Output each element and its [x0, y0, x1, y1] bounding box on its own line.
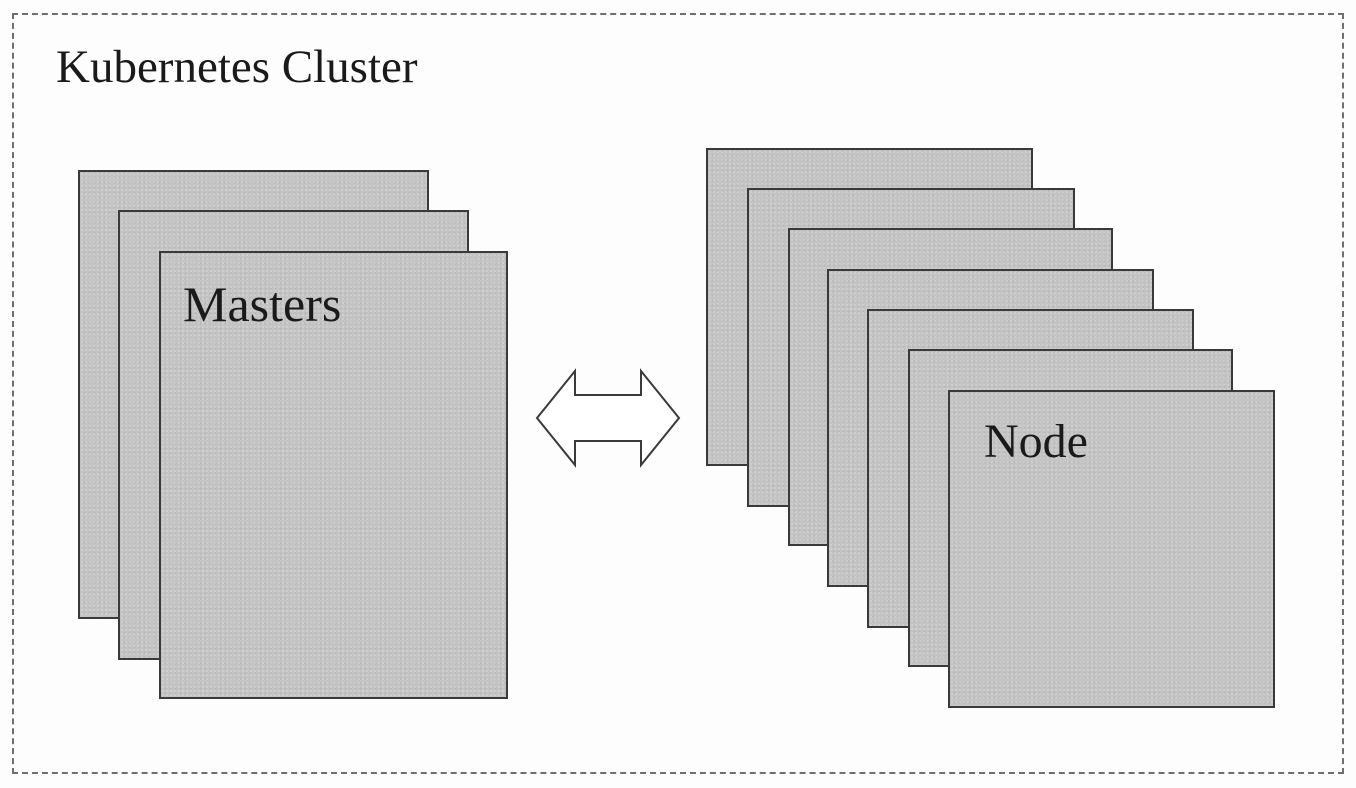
node-sheet-front: Node — [948, 390, 1275, 708]
node-label: Node — [984, 415, 1088, 468]
master-sheet-front: Masters — [159, 251, 508, 699]
double-headed-arrow-icon — [535, 368, 681, 468]
masters-label: Masters — [183, 276, 342, 332]
cluster-title: Kubernetes Cluster — [56, 41, 418, 93]
kubernetes-cluster-boundary — [12, 13, 1344, 774]
